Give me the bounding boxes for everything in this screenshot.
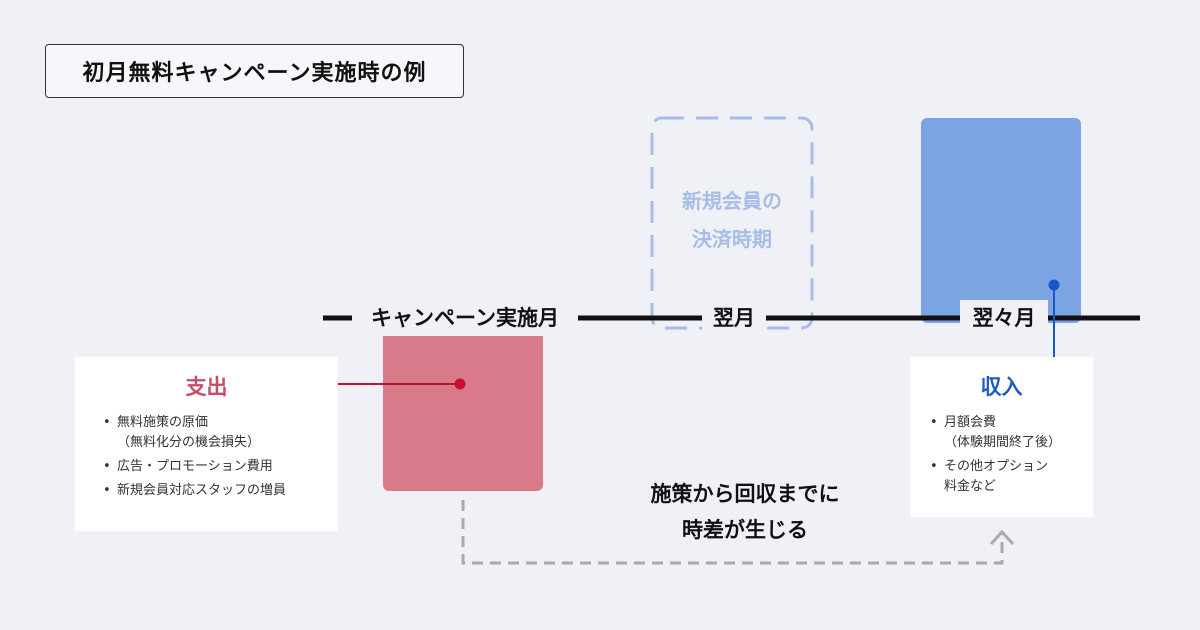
income-marker: [1048, 279, 1060, 291]
expense-block: [383, 323, 543, 491]
ghost-payment-block: [650, 116, 814, 330]
list-item-text: 新規会員対応スタッフの増員: [117, 483, 287, 498]
expense-title: 支出: [185, 375, 228, 399]
list-item-text: 月額会費: [944, 415, 997, 430]
diagram-title: 初月無料キャンペーン実施時の例: [45, 44, 464, 98]
ghost-block-label: 新規会員の 決済時期: [652, 182, 812, 258]
time-gap-note: 施策から回収までに 時差が生じる: [590, 476, 900, 548]
list-item: その他オプション 料金など: [928, 457, 1093, 497]
month-label-campaign: キャンペーン実施月: [352, 300, 578, 336]
list-item: 無料施策の原価 （無料化分の機会損失）: [101, 413, 338, 453]
list-item: 月額会費 （体験期間終了後）: [928, 413, 1093, 453]
time-gap-note-line: 時差が生じる: [682, 518, 808, 542]
list-item-text: 無料施策の原価: [117, 415, 209, 430]
list-item-text: 料金など: [944, 479, 997, 494]
ghost-block-label-line: 新規会員の: [682, 189, 782, 213]
expense-list: 無料施策の原価 （無料化分の機会損失） 広告・プロモーション費用 新規会員対応ス…: [101, 413, 338, 501]
list-item: 広告・プロモーション費用: [101, 457, 338, 477]
list-item-text: （無料化分の機会損失）: [117, 435, 261, 450]
income-title: 収入: [980, 375, 1023, 399]
list-item: 新規会員対応スタッフの増員: [101, 481, 338, 501]
expense-card: 支出 無料施策の原価 （無料化分の機会損失） 広告・プロモーション費用 新規会員…: [75, 357, 338, 531]
time-gap-arrow: [461, 500, 1004, 565]
list-item-text: その他オプション: [944, 459, 1049, 474]
month-label-after-next: 翌々月: [960, 300, 1048, 336]
list-item-text: （体験期間終了後）: [944, 435, 1062, 450]
time-gap-note-line: 施策から回収までに: [650, 482, 840, 506]
list-item-text: 広告・プロモーション費用: [117, 459, 273, 474]
month-label-next: 翌月: [702, 300, 766, 336]
income-block: [921, 118, 1081, 323]
ghost-block-label-line: 決済時期: [692, 227, 772, 251]
time-gap-arrowhead: [989, 529, 1015, 546]
expense-marker: [454, 378, 466, 390]
income-list: 月額会費 （体験期間終了後） その他オプション 料金など: [928, 413, 1093, 497]
income-card: 収入 月額会費 （体験期間終了後） その他オプション 料金など: [910, 357, 1093, 517]
